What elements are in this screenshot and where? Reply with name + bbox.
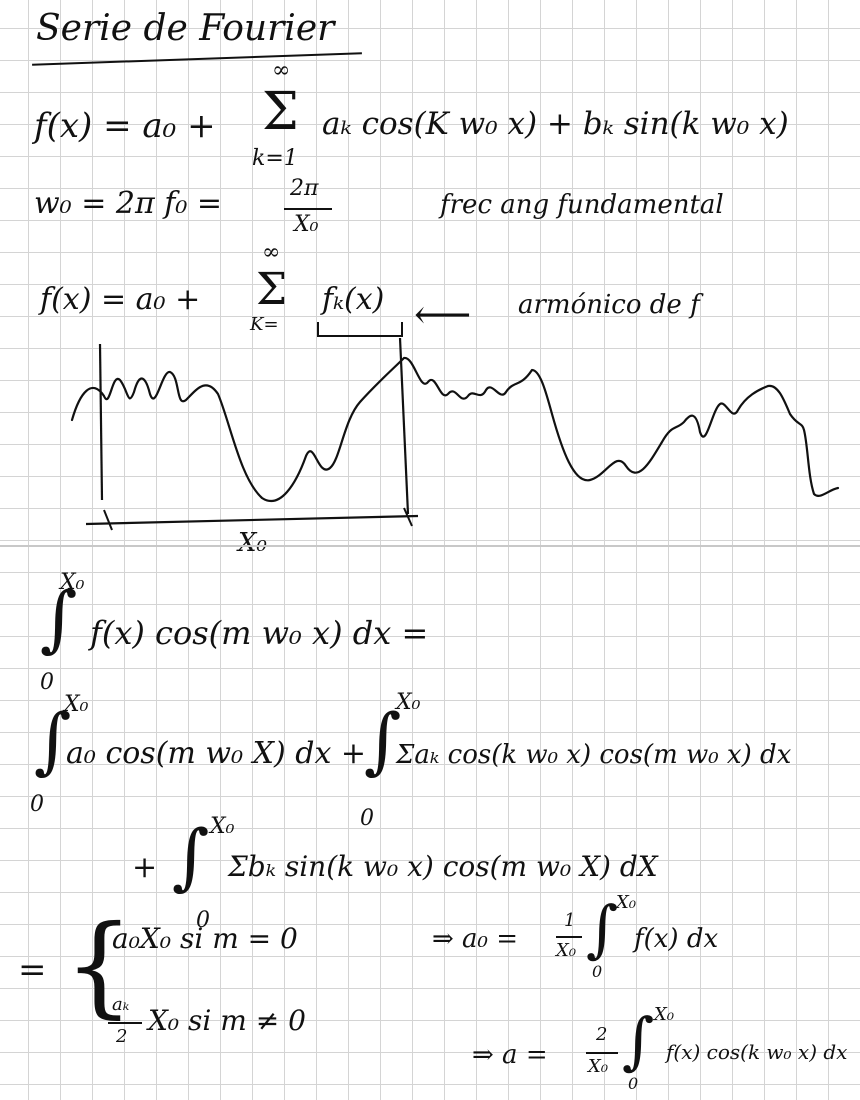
cases-brace: { [64,901,134,1029]
period-bound-left [98,343,104,501]
eq3-note: armónico de f [518,290,700,320]
page-title: Serie de Fourier [36,8,335,49]
period-axis [85,514,419,526]
cases-equals: = [18,950,47,990]
eq1-lhs: f(x) = a₀ + [34,106,216,146]
section-divider [0,545,860,547]
eq3-underbrace [317,322,403,337]
period-tick-right [403,507,413,527]
integral-1-sign: ∫ [40,576,78,660]
period-label: X₀ [238,528,267,558]
integral-3-upper: X₀ [210,814,235,839]
case-1-integral-upper: X₀ [616,892,637,913]
integral-2a-body: a₀ cos(m w₀ X) dx + [66,736,367,771]
eq1-sum-upper: ∞ [272,58,291,83]
period-tick-left [103,509,113,531]
case-1-integral-sign: ∫ [586,892,619,965]
eq2-note: frec ang fundamental [440,190,724,220]
case-1-frac-numerator: 1 [564,910,576,931]
eq1-sum-symbol: Σ [262,82,299,142]
eq3-sum-symbol: Σ [256,264,288,315]
case-2-frac-bar-2 [586,1052,618,1054]
case-2-frac-denominator: 2 [116,1026,128,1047]
integral-2b-body: Σaₖ cos(k w₀ x) cos(m w₀ x) dx [396,740,792,770]
case-2-integrand: f(x) cos(k w₀ x) dx [666,1040,848,1064]
eq3-sum-lower: K= [250,314,279,335]
eq3-arrow-icon: ⟵ [414,292,472,338]
case-2-frac-numerator: aₖ [112,994,130,1015]
case-1-integrand: f(x) dx [634,924,719,954]
eq3-lhs: f(x) = a₀ + [40,282,201,317]
case-2-frac-bar [108,1022,142,1024]
integral-2a-sign: ∫ [34,698,72,782]
integral-1-lower: 0 [40,670,54,695]
case-2-integral-lower: 0 [628,1074,639,1093]
integral-1-upper: X₀ [60,570,85,595]
case-1-condition: a₀X₀ si m = 0 [112,922,298,955]
integral-2b-sign: ∫ [364,698,402,782]
integral-3-plus: + [132,850,158,885]
case-1-frac-bar [556,936,582,938]
integral-3-body: Σbₖ sin(k w₀ x) cos(m w₀ X) dX [228,850,658,883]
integral-2a-lower: 0 [30,792,44,817]
eq1-sum-lower: k=1 [252,146,298,171]
waveform-path [70,356,840,503]
case-2-condition: X₀ si m ≠ 0 [148,1004,306,1037]
case-2-integral-sign: ∫ [622,1004,655,1077]
integral-2a-upper: X₀ [64,692,89,717]
eq3-body: fₖ(x) [322,282,385,317]
integral-3-sign: ∫ [172,814,210,898]
case-2-result-prefix: ⇒ a = [472,1040,548,1070]
case-1-integral-lower: 0 [592,962,603,981]
eq2-frac-numerator: 2π [290,176,319,201]
integral-1-body: f(x) cos(m w₀ x) dx = [90,614,429,652]
eq2-frac-denominator: X₀ [294,212,319,237]
periodic-function-sketch [70,337,840,531]
eq1-body: aₖ cos(K w₀ x) + bₖ sin(k w₀ x) [322,106,789,142]
case-1-frac-denominator: X₀ [556,940,577,961]
eq2-lhs: w₀ = 2π f₀ = [34,186,223,221]
period-bound-right [398,337,410,515]
case-2-frac-numerator-2: 2 [596,1024,608,1045]
case-1-result-prefix: ⇒ a₀ = [432,924,519,954]
integral-3-lower: 0 [196,908,210,933]
integral-2b-upper: X₀ [396,690,421,715]
eq2-frac-bar [284,208,332,210]
integral-2b-lower: 0 [360,806,374,831]
case-2-integral-upper: X₀ [654,1004,675,1025]
title-underline [32,52,362,66]
eq3-sum-upper: ∞ [262,240,281,265]
case-2-frac-denominator-2: X₀ [588,1056,609,1077]
